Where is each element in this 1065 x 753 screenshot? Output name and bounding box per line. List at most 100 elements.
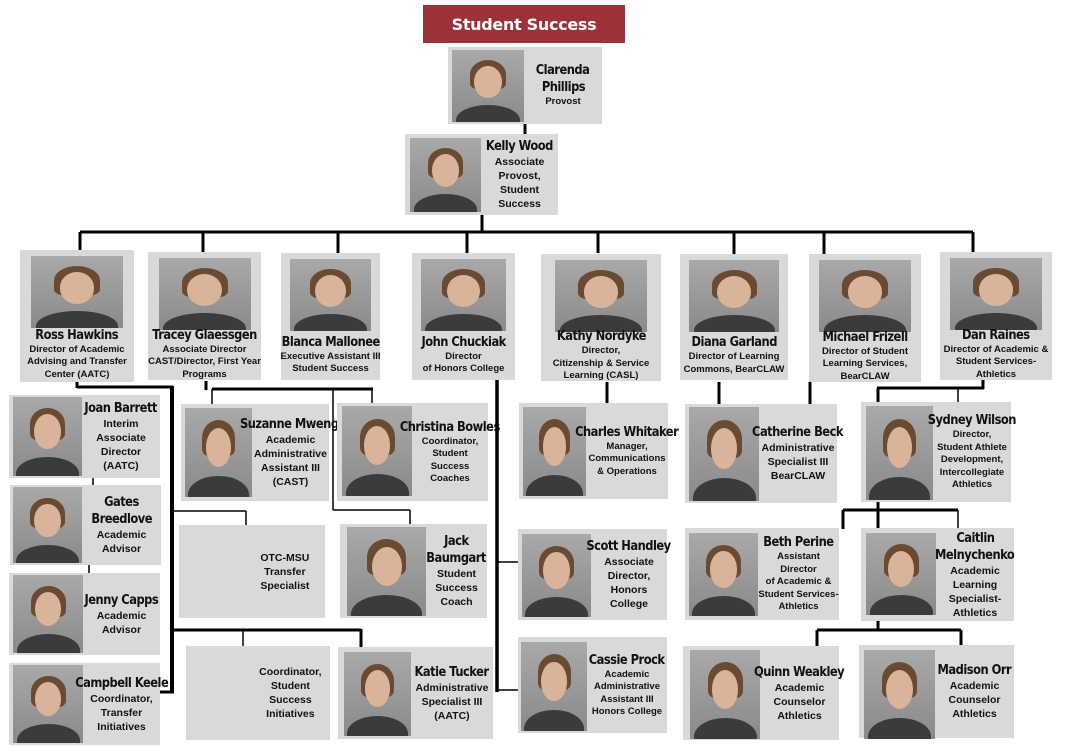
person-name: Catherine Beck bbox=[752, 424, 844, 440]
person-title: (AATC) bbox=[434, 709, 470, 722]
person-title: Success bbox=[435, 582, 478, 594]
person-title: Transfer bbox=[100, 706, 143, 719]
portrait-photo bbox=[347, 527, 426, 616]
portrait-photo bbox=[13, 487, 82, 563]
person-name: Kathy Nordyke bbox=[556, 328, 646, 345]
person-title: Communications bbox=[588, 453, 666, 465]
portrait-photo bbox=[866, 406, 933, 500]
person-name: Michael Frizell bbox=[822, 328, 908, 345]
person-title: Intercollegiate bbox=[939, 466, 1005, 478]
person-title: Coordinator, bbox=[90, 692, 153, 705]
person-name: Caitlin bbox=[955, 529, 995, 546]
portrait-photo bbox=[689, 260, 779, 332]
portrait-photo bbox=[522, 534, 591, 617]
person-title: Programs bbox=[182, 368, 227, 380]
person-name: Katie Tucker bbox=[414, 663, 490, 680]
person-name: Jenny Capps bbox=[84, 591, 159, 608]
person-name: Quinn Weakley bbox=[754, 663, 845, 680]
portrait-photo bbox=[185, 408, 252, 497]
portrait-photo bbox=[555, 260, 647, 332]
person-title: Success bbox=[269, 694, 312, 706]
person-name: John Chuckiak bbox=[421, 333, 506, 350]
person-name: Ross Hawkins bbox=[35, 326, 119, 343]
person-title: & Operations bbox=[597, 465, 657, 477]
person-title: Director, bbox=[952, 429, 992, 441]
person-name: Dan Raines bbox=[962, 326, 1030, 343]
person-title: Student bbox=[499, 184, 540, 196]
person-name: Baumgart bbox=[426, 550, 487, 566]
person-title: Academic bbox=[774, 681, 825, 694]
portrait-photo bbox=[13, 665, 83, 743]
person-name: Scott Handley bbox=[586, 538, 672, 554]
portrait-photo bbox=[158, 258, 251, 330]
portrait-photo bbox=[689, 533, 758, 616]
person-title: Transfer bbox=[264, 565, 306, 578]
portrait-photo bbox=[290, 259, 371, 331]
person-name: Cassie Prock bbox=[589, 651, 665, 668]
person-name: Melnychenko bbox=[935, 546, 1015, 563]
person-title: Associate bbox=[494, 156, 545, 168]
person-title: Associate bbox=[96, 432, 146, 444]
person-title: Academic bbox=[96, 529, 147, 541]
person-name: Suzanne Mwengi bbox=[239, 416, 342, 432]
person-name: Jack bbox=[444, 533, 469, 549]
portrait-photo bbox=[523, 407, 586, 496]
person-name: Christina Bowles bbox=[400, 418, 500, 435]
person-title: Student Services- bbox=[955, 356, 1037, 368]
person-title: Center (AATC) bbox=[44, 368, 110, 380]
person-name: Madison Orr bbox=[937, 662, 1012, 678]
person-title: BearCLAW bbox=[840, 370, 890, 382]
person-title: Director of Learning bbox=[688, 351, 780, 362]
person-name: Gates bbox=[104, 494, 139, 510]
portrait-photo bbox=[421, 259, 506, 331]
person-title: Director of Student bbox=[821, 345, 909, 357]
portrait-photo bbox=[950, 258, 1042, 330]
person-title: (AATC) bbox=[103, 460, 139, 472]
person-name: Charles Whitaker bbox=[575, 423, 679, 440]
portrait-photo bbox=[866, 533, 936, 615]
person-title: Associate bbox=[604, 556, 654, 568]
portrait-photo bbox=[342, 406, 412, 496]
portrait-photo bbox=[452, 50, 524, 122]
person-title: Athletics bbox=[975, 368, 1017, 380]
person-title: Coach bbox=[440, 596, 473, 608]
person-title: Student bbox=[436, 568, 477, 580]
person-title: Student Athlete bbox=[937, 441, 1007, 453]
person-title: Interim bbox=[103, 418, 139, 430]
portrait-photo bbox=[819, 260, 911, 332]
portrait-photo bbox=[690, 650, 760, 739]
person-title: Director of Academic & bbox=[943, 343, 1049, 355]
person-title: Director bbox=[100, 446, 142, 458]
person-title: Coordinator, bbox=[259, 666, 322, 678]
person-title: Specialist III bbox=[767, 456, 829, 468]
portrait-photo bbox=[344, 652, 411, 736]
